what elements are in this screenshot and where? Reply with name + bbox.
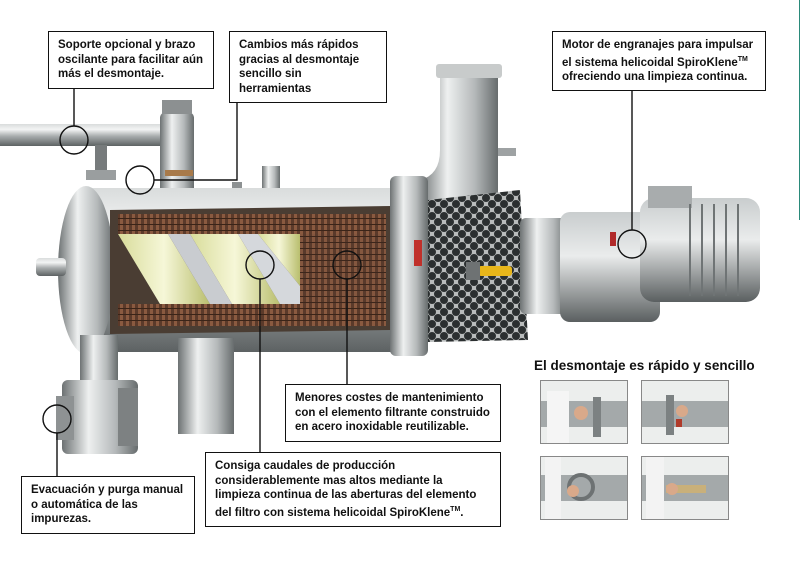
callout-support: Soporte opcional y brazo oscilante para … bbox=[48, 31, 214, 89]
trademark-mark: TM bbox=[737, 55, 748, 63]
quick-release-handle bbox=[478, 266, 512, 276]
callout-circle-evacuation bbox=[42, 404, 72, 434]
callout-changes: Cambios más rápidos gracias al desmontaj… bbox=[229, 31, 387, 103]
callout-flow: Consiga caudales de producción considera… bbox=[205, 452, 501, 527]
callout-circle-changes bbox=[125, 165, 155, 195]
thumbnail-step-4 bbox=[641, 456, 729, 520]
end-cap bbox=[58, 186, 114, 354]
callout-circle-flow bbox=[245, 250, 275, 280]
callout-support-text: Soporte opcional y brazo oscilante para … bbox=[58, 39, 204, 80]
callout-circle-support bbox=[59, 125, 89, 155]
callout-maintenance: Menores costes de mantenimiento con el e… bbox=[285, 384, 501, 442]
helical-screw bbox=[118, 234, 300, 304]
callout-maintenance-text: Menores costes de mantenimiento con el e… bbox=[295, 392, 490, 433]
inlet-pipe bbox=[178, 338, 234, 434]
gear-motor bbox=[560, 212, 660, 322]
thumbnail-step-3 bbox=[540, 456, 628, 520]
callout-motor-text-end: ofreciendo una limpieza continua. bbox=[562, 70, 748, 83]
thumbnails-title: El desmontaje es rápido y sencillo bbox=[534, 358, 755, 373]
callout-changes-text: Cambios más rápidos gracias al desmontaj… bbox=[239, 39, 360, 95]
callout-motor-text: Motor de engranajes para impulsar el sis… bbox=[562, 39, 754, 69]
callout-circle-maintenance bbox=[332, 250, 362, 280]
callout-flow-end: . bbox=[460, 506, 464, 519]
callout-evacuation-text: Evacuación y purga manual o automática d… bbox=[31, 484, 184, 525]
callout-circle-motor bbox=[617, 229, 647, 259]
thumbnail-step-1 bbox=[540, 380, 628, 444]
housing-flange bbox=[390, 176, 428, 356]
outlet-pipe bbox=[420, 70, 498, 220]
callout-flow-text: Consiga caudales de producción considera… bbox=[215, 460, 477, 519]
thumbnail-step-2 bbox=[641, 380, 729, 444]
callout-motor: Motor de engranajes para impulsar el sis… bbox=[552, 31, 766, 92]
callout-evacuation: Evacuación y purga manual o automática d… bbox=[21, 476, 195, 534]
trademark-mark: TM bbox=[450, 505, 461, 513]
